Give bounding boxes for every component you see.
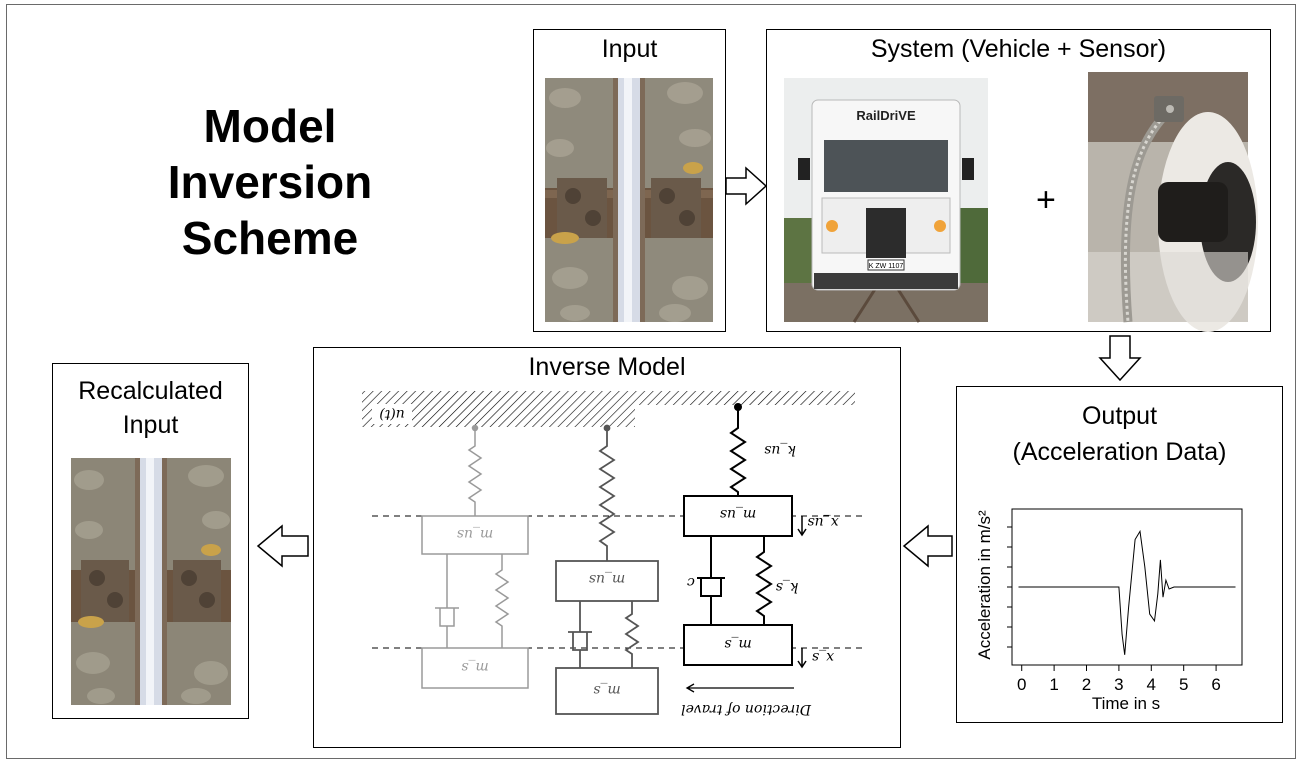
rail-photo-recalculated <box>71 458 231 705</box>
input-label: Input <box>601 35 658 63</box>
output-label-line-1: Output <box>1081 402 1158 430</box>
damper-label: c <box>687 574 695 590</box>
acceleration-series-line <box>1018 529 1236 655</box>
rail-photo-input <box>545 78 713 322</box>
chart-x-tick-label-4: 4 <box>1147 675 1156 694</box>
mass-unsprung-dark-label: m_us <box>720 506 756 522</box>
mass-sprung-medium-label: m_s <box>593 682 620 698</box>
direction-of-travel-label: Direction of travel <box>681 701 812 717</box>
arrow-system-to-output <box>1098 335 1142 382</box>
road-surface-right <box>635 391 855 405</box>
input-box: Input <box>533 29 726 332</box>
scheme-title: Model Inversion Scheme <box>140 98 400 266</box>
chart-x-tick-label-2: 2 <box>1082 675 1091 694</box>
arrow-input-to-system <box>725 166 768 206</box>
spring-tire-label: k_us <box>764 442 796 458</box>
displacement-unsprung-arrow <box>797 516 807 537</box>
system-label: System (Vehicle + Sensor) <box>870 35 1167 63</box>
inverse-model-box: Inverse Model u(t) m_us m_s <box>313 347 901 748</box>
chart-x-tick-label-0: 0 <box>1017 675 1026 694</box>
displacement-sprung-label: x_s <box>812 649 834 665</box>
output-label-line-2: (Acceleration Data) <box>1012 438 1227 466</box>
sensor-photo <box>1088 72 1258 332</box>
plus-sign: + <box>1036 181 1056 219</box>
title-line-3: Scheme <box>181 212 359 264</box>
chart-x-tick-label-5: 5 <box>1179 675 1188 694</box>
page-frame <box>6 4 1296 759</box>
license-plate: K ZW 1107 <box>869 263 904 270</box>
quarter-car-light <box>421 424 529 689</box>
system-box: System (Vehicle + Sensor) RailDriVE K ZW… <box>766 29 1271 332</box>
quarter-car-dark <box>683 403 793 666</box>
recalc-label-line-1: Recalculated <box>78 377 223 405</box>
mass-sprung-dark-label: m_s <box>724 636 751 652</box>
mass-sprung-light-label: m_s <box>461 659 488 675</box>
road-label-bg <box>372 404 412 424</box>
title-line-1: Model <box>203 100 337 152</box>
road-input-label: u(t) <box>379 406 405 422</box>
displacement-unsprung-label: x_us <box>807 514 838 530</box>
vehicle-brand-text: RailDriVE <box>856 108 916 123</box>
chart-x-tick-label-3: 3 <box>1114 675 1123 694</box>
chart-y-axis-label: Acceleration in m/s² <box>975 510 994 660</box>
title-line-2: Inversion <box>167 156 373 208</box>
arrow-inverse-to-recalc <box>256 524 309 568</box>
recalculated-input-box: Recalculated Input <box>52 363 249 719</box>
chart-x-axis-label: Time in s <box>1092 694 1160 713</box>
output-box: Output (Acceleration Data) 0 1 2 3 4 5 6 Time … <box>956 386 1283 723</box>
quarter-car-medium <box>555 424 659 715</box>
chart-x-tick-label-6: 6 <box>1211 675 1220 694</box>
vehicle-photo: RailDriVE K ZW 1107 <box>784 78 988 323</box>
quarter-car-diagram: u(t) m_us m_s m_us m_s <box>362 391 862 717</box>
chart-x-tick-label-1: 1 <box>1049 675 1058 694</box>
arrow-output-to-inverse <box>902 524 953 568</box>
displacement-sprung-arrow <box>797 648 807 669</box>
direction-arrow <box>685 683 794 693</box>
inverse-model-label: Inverse Model <box>528 353 686 381</box>
mass-unsprung-medium-label: m_us <box>589 571 625 587</box>
acceleration-chart: 0 1 2 3 4 5 6 Time in s Acceleration in m/s² <box>975 508 1243 713</box>
recalc-label-line-2: Input <box>122 411 179 439</box>
spring-suspension-label: k_s <box>776 579 799 595</box>
mass-unsprung-light-label: m_us <box>457 526 493 542</box>
